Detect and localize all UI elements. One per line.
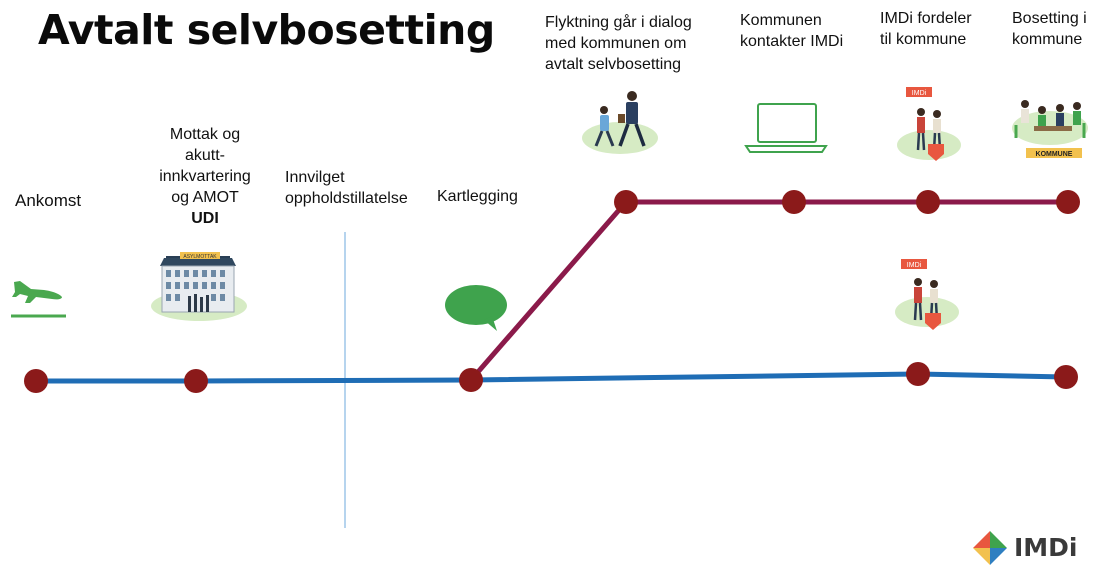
label-innvilget-line-1: Innvilget	[285, 169, 345, 186]
label-fordeler-line-1: IMDi fordeler	[880, 10, 972, 27]
label-fordeler-line-2: til kommune	[880, 31, 967, 48]
imdi-distribute-illustration-bottom: IMDi	[895, 259, 959, 330]
label-innvilget-line-2: oppholdstillatelse	[285, 190, 408, 207]
label-udi: UDI	[191, 210, 219, 227]
label-mottak-line-3: innkvartering	[159, 168, 251, 185]
imdi-sign-bottom-text: IMDi	[907, 262, 922, 269]
node-kartlegging	[459, 368, 483, 392]
node-fordeler	[916, 190, 940, 214]
label-kontakter-line-2: kontakter IMDi	[740, 33, 844, 50]
label-bosetting-line-1: Bosetting i	[1012, 10, 1087, 27]
imdi-logo-icon	[973, 531, 1007, 565]
kommune-banner-text: KOMMUNE	[1036, 151, 1073, 158]
imdi-logo-text: IMDi	[1014, 533, 1078, 562]
label-innvilget: Innvilget oppholdstillatelse	[285, 167, 408, 209]
people-walking-illustration	[582, 91, 658, 154]
branch-track-line	[469, 199, 1068, 382]
speech-bubble-icon	[445, 285, 507, 331]
label-kontakter-line-1: Kommunen	[740, 12, 822, 29]
imdi-sign-top-text: IMDi	[912, 90, 927, 97]
label-dialog-line-2: med kommunen om	[545, 35, 687, 52]
label-mottak-line-2: akutt-	[184, 147, 225, 164]
label-bosetting-line-2: kommune	[1012, 31, 1083, 48]
label-dialog-line-3: avtalt selvbosetting	[545, 56, 682, 73]
imdi-distribute-illustration-top: IMDi	[897, 87, 961, 161]
node-ankomst	[24, 369, 48, 393]
label-ankomst: Ankomst	[15, 191, 82, 210]
municipality-illustration: KOMMUNE	[1012, 100, 1088, 158]
label-mottak-line-1: Mottak og	[169, 126, 241, 143]
node-bosetting-bottom	[1054, 365, 1078, 389]
node-dialog	[614, 190, 638, 214]
airplane-landing-icon	[11, 281, 66, 318]
label-mottak: Mottak og akutt- innkvartering og AMOT U…	[150, 124, 260, 229]
asylum-building-illustration: ASYLMOTTAK	[151, 252, 247, 321]
label-kartlegging: Kartlegging	[437, 188, 518, 205]
node-imdi-bottom	[906, 362, 930, 386]
node-kontakter	[782, 190, 806, 214]
label-kontakter: Kommunen kontakter IMDi	[740, 10, 843, 52]
building-sign-text: ASYLMOTTAK	[183, 254, 217, 260]
label-dialog-line-1: Flyktning går i dialog	[545, 14, 692, 31]
node-mottak	[184, 369, 208, 393]
laptop-icon	[744, 103, 828, 153]
label-dialog: Flyktning går i dialog med kommunen om a…	[545, 12, 692, 75]
page-title: Avtalt selvbosetting	[38, 6, 495, 54]
label-fordeler: IMDi fordeler til kommune	[880, 8, 972, 50]
label-bosetting: Bosetting i kommune	[1012, 8, 1087, 50]
node-bosetting-top	[1056, 190, 1080, 214]
label-mottak-line-4: og AMOT	[171, 189, 239, 206]
